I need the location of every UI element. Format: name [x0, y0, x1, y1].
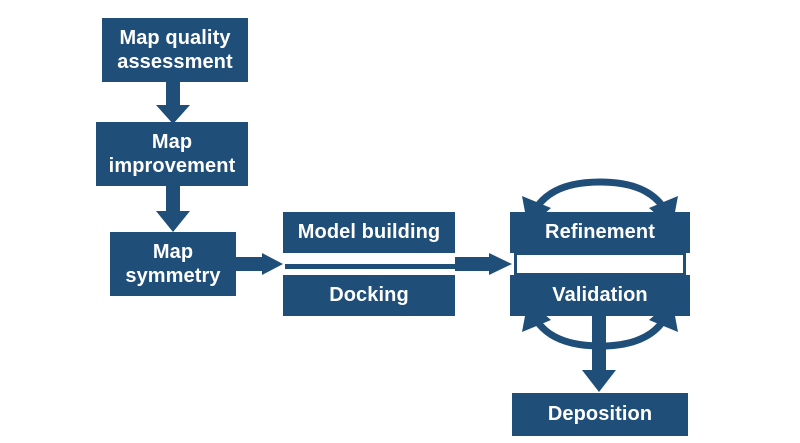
- node-refinement[interactable]: Refinement: [510, 212, 690, 253]
- arrow-quality-to-improvement-icon: [156, 81, 190, 124]
- node-map-improvement[interactable]: Map improvement: [96, 122, 248, 186]
- node-deposition[interactable]: Deposition: [512, 393, 688, 436]
- node-model-building[interactable]: Model building: [283, 212, 455, 253]
- node-refinement-validation-link: [514, 252, 686, 276]
- arrow-modelling-to-refinement-icon: [455, 253, 512, 275]
- arrow-symmetry-to-modelling-icon: [236, 253, 283, 275]
- node-map-symmetry[interactable]: Map symmetry: [110, 232, 236, 296]
- arrow-cycle-to-deposition-icon: [582, 316, 616, 392]
- node-docking[interactable]: Docking: [283, 275, 455, 316]
- node-map-quality-assessment[interactable]: Map quality assessment: [102, 18, 248, 82]
- node-validation[interactable]: Validation: [510, 275, 690, 316]
- modelling-group-divider: [285, 264, 455, 269]
- arrow-improvement-to-symmetry-icon: [156, 186, 190, 232]
